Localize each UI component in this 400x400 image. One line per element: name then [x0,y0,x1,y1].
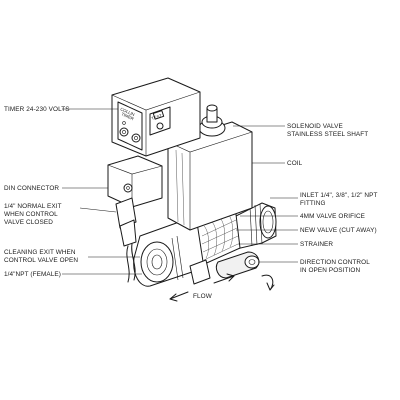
label-din-connector: DIN CONNECTOR [4,185,59,192]
timer-face-line2: TIMER [121,111,135,121]
label-normal-exit-1: 1/4" NORMAL EXIT [4,203,62,210]
timer-box [111,77,201,157]
flow-arrow-right [213,275,235,284]
label-stainless-shaft: STAINLESS STEEL SHAFT [287,131,368,138]
label-orifice: 4MM VALVE ORIFICE [300,213,365,220]
label-inlet-2: FITTING [300,200,326,207]
flow-arrow-left [169,291,189,300]
timer-test-badge: TEST [151,113,163,121]
label-inlet-1: INLET 1/4", 3/8", 1/2" NPT [300,192,378,199]
timer-face-line1: COLLIN [120,106,136,117]
label-direction-control-2: IN OPEN POSITION [300,267,360,274]
label-flow: FLOW [193,293,213,300]
label-normal-exit-3: VALVE CLOSED [4,219,53,226]
label-strainer: STRAINER [300,241,333,248]
label-cleaning-exit-1: CLEANING EXIT WHEN [4,249,76,256]
label-solenoid-valve: SOLENOID VALVE [287,123,343,130]
din-connector [107,155,163,283]
valve-illustration [107,77,277,287]
label-timer: TIMER 24-230 VOLTS [4,106,70,113]
label-npt-female: 1/4"NPT (FEMALE) [4,271,61,278]
label-cleaning-exit-2: CONTROL VALVE OPEN [4,257,78,264]
solenoid-coil [167,104,253,231]
callout-labels: TIMER 24-230 VOLTS SOLENOID VALVE STAINL… [4,106,378,300]
label-normal-exit-2: WHEN CONTROL [4,211,58,218]
valve-body [133,202,277,287]
label-new-valve: NEW VALVE (CUT AWAY) [300,227,377,234]
flow-arrows [169,273,275,302]
label-direction-control-1: DIRECTION CONTROL [300,259,370,266]
label-coil: COIL [287,160,303,167]
leader-lines [62,108,298,275]
